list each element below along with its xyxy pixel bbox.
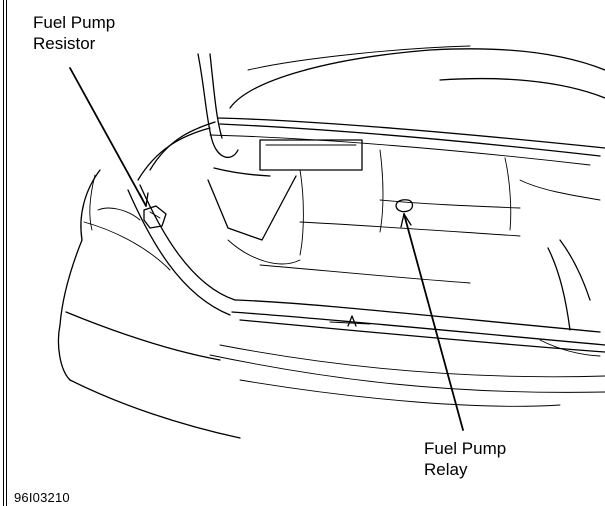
left-frame-border [3,0,4,506]
resistor-label-line2: Resistor [33,34,96,53]
figure-id: 96I03210 [14,490,70,505]
fuel-pump-resistor-callout: Fuel Pump Resistor [33,12,115,54]
resistor-leader-line [69,67,147,207]
resistor-label-line1: Fuel Pump [33,13,116,32]
relay-label-line2: Relay [424,460,468,479]
left-frame-border-inner [6,0,7,506]
fuel-pump-relay-callout: Fuel Pump Relay [424,438,506,480]
relay-label-line1: Fuel Pump [424,439,507,458]
relay-leader-line [403,213,464,431]
